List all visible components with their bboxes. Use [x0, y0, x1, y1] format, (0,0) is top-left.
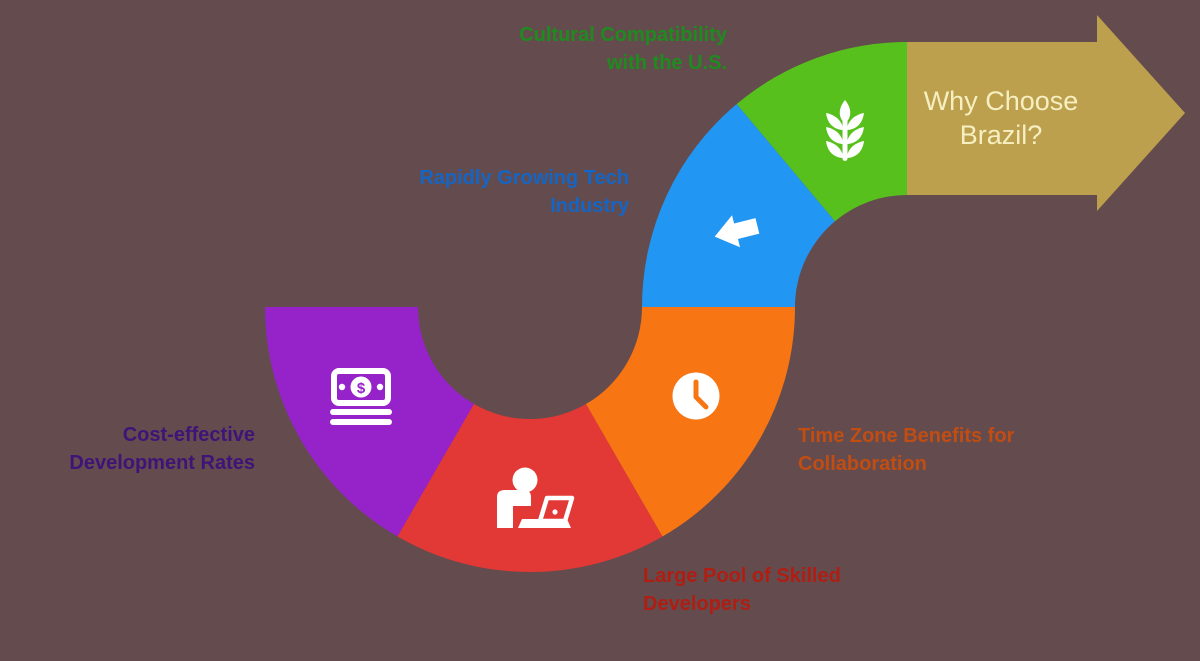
- label-line: Large Pool of Skilled: [643, 565, 841, 587]
- label-line: with the U.S.: [607, 52, 727, 74]
- label-line: Collaboration: [798, 453, 927, 475]
- label-line: Cost-effective: [122, 424, 255, 446]
- arrow-title: Why Choose Brazil?: [905, 84, 1097, 152]
- label-skilled-developers: Large Pool of Skilled Developers: [643, 562, 841, 618]
- label-cost-effective: Cost-effective Development Rates: [69, 421, 255, 477]
- person-laptop-icon: [497, 467, 575, 528]
- label-cultural-compatibility: Cultural Compatibility with the U.S.: [519, 21, 727, 77]
- label-line: Time Zone Benefits for: [798, 425, 1015, 447]
- label-line: Rapidly Growing Tech: [419, 167, 629, 189]
- label-time-zone: Time Zone Benefits for Collaboration: [798, 422, 1014, 478]
- why-choose-brazil-arrow: [907, 15, 1185, 211]
- clock-icon: [672, 372, 720, 420]
- segment-tech-industry: [642, 104, 835, 307]
- arrow-title-line: Why Choose: [923, 86, 1079, 116]
- wheat-icon: [826, 100, 864, 161]
- label-line: Cultural Compatibility: [519, 24, 727, 46]
- label-line: Development Rates: [69, 452, 255, 474]
- left-arrow-icon: [714, 215, 760, 248]
- label-tech-industry: Rapidly Growing Tech Industry: [419, 164, 629, 220]
- arrow-title-line: Brazil?: [959, 120, 1043, 150]
- label-line: Industry: [550, 195, 629, 217]
- money-icon: $: [330, 368, 392, 425]
- segment-cultural-compatibility: [736, 42, 907, 222]
- dollar-glyph: $: [357, 380, 366, 397]
- segment-time-zone: [586, 307, 795, 537]
- label-line: Developers: [643, 593, 751, 615]
